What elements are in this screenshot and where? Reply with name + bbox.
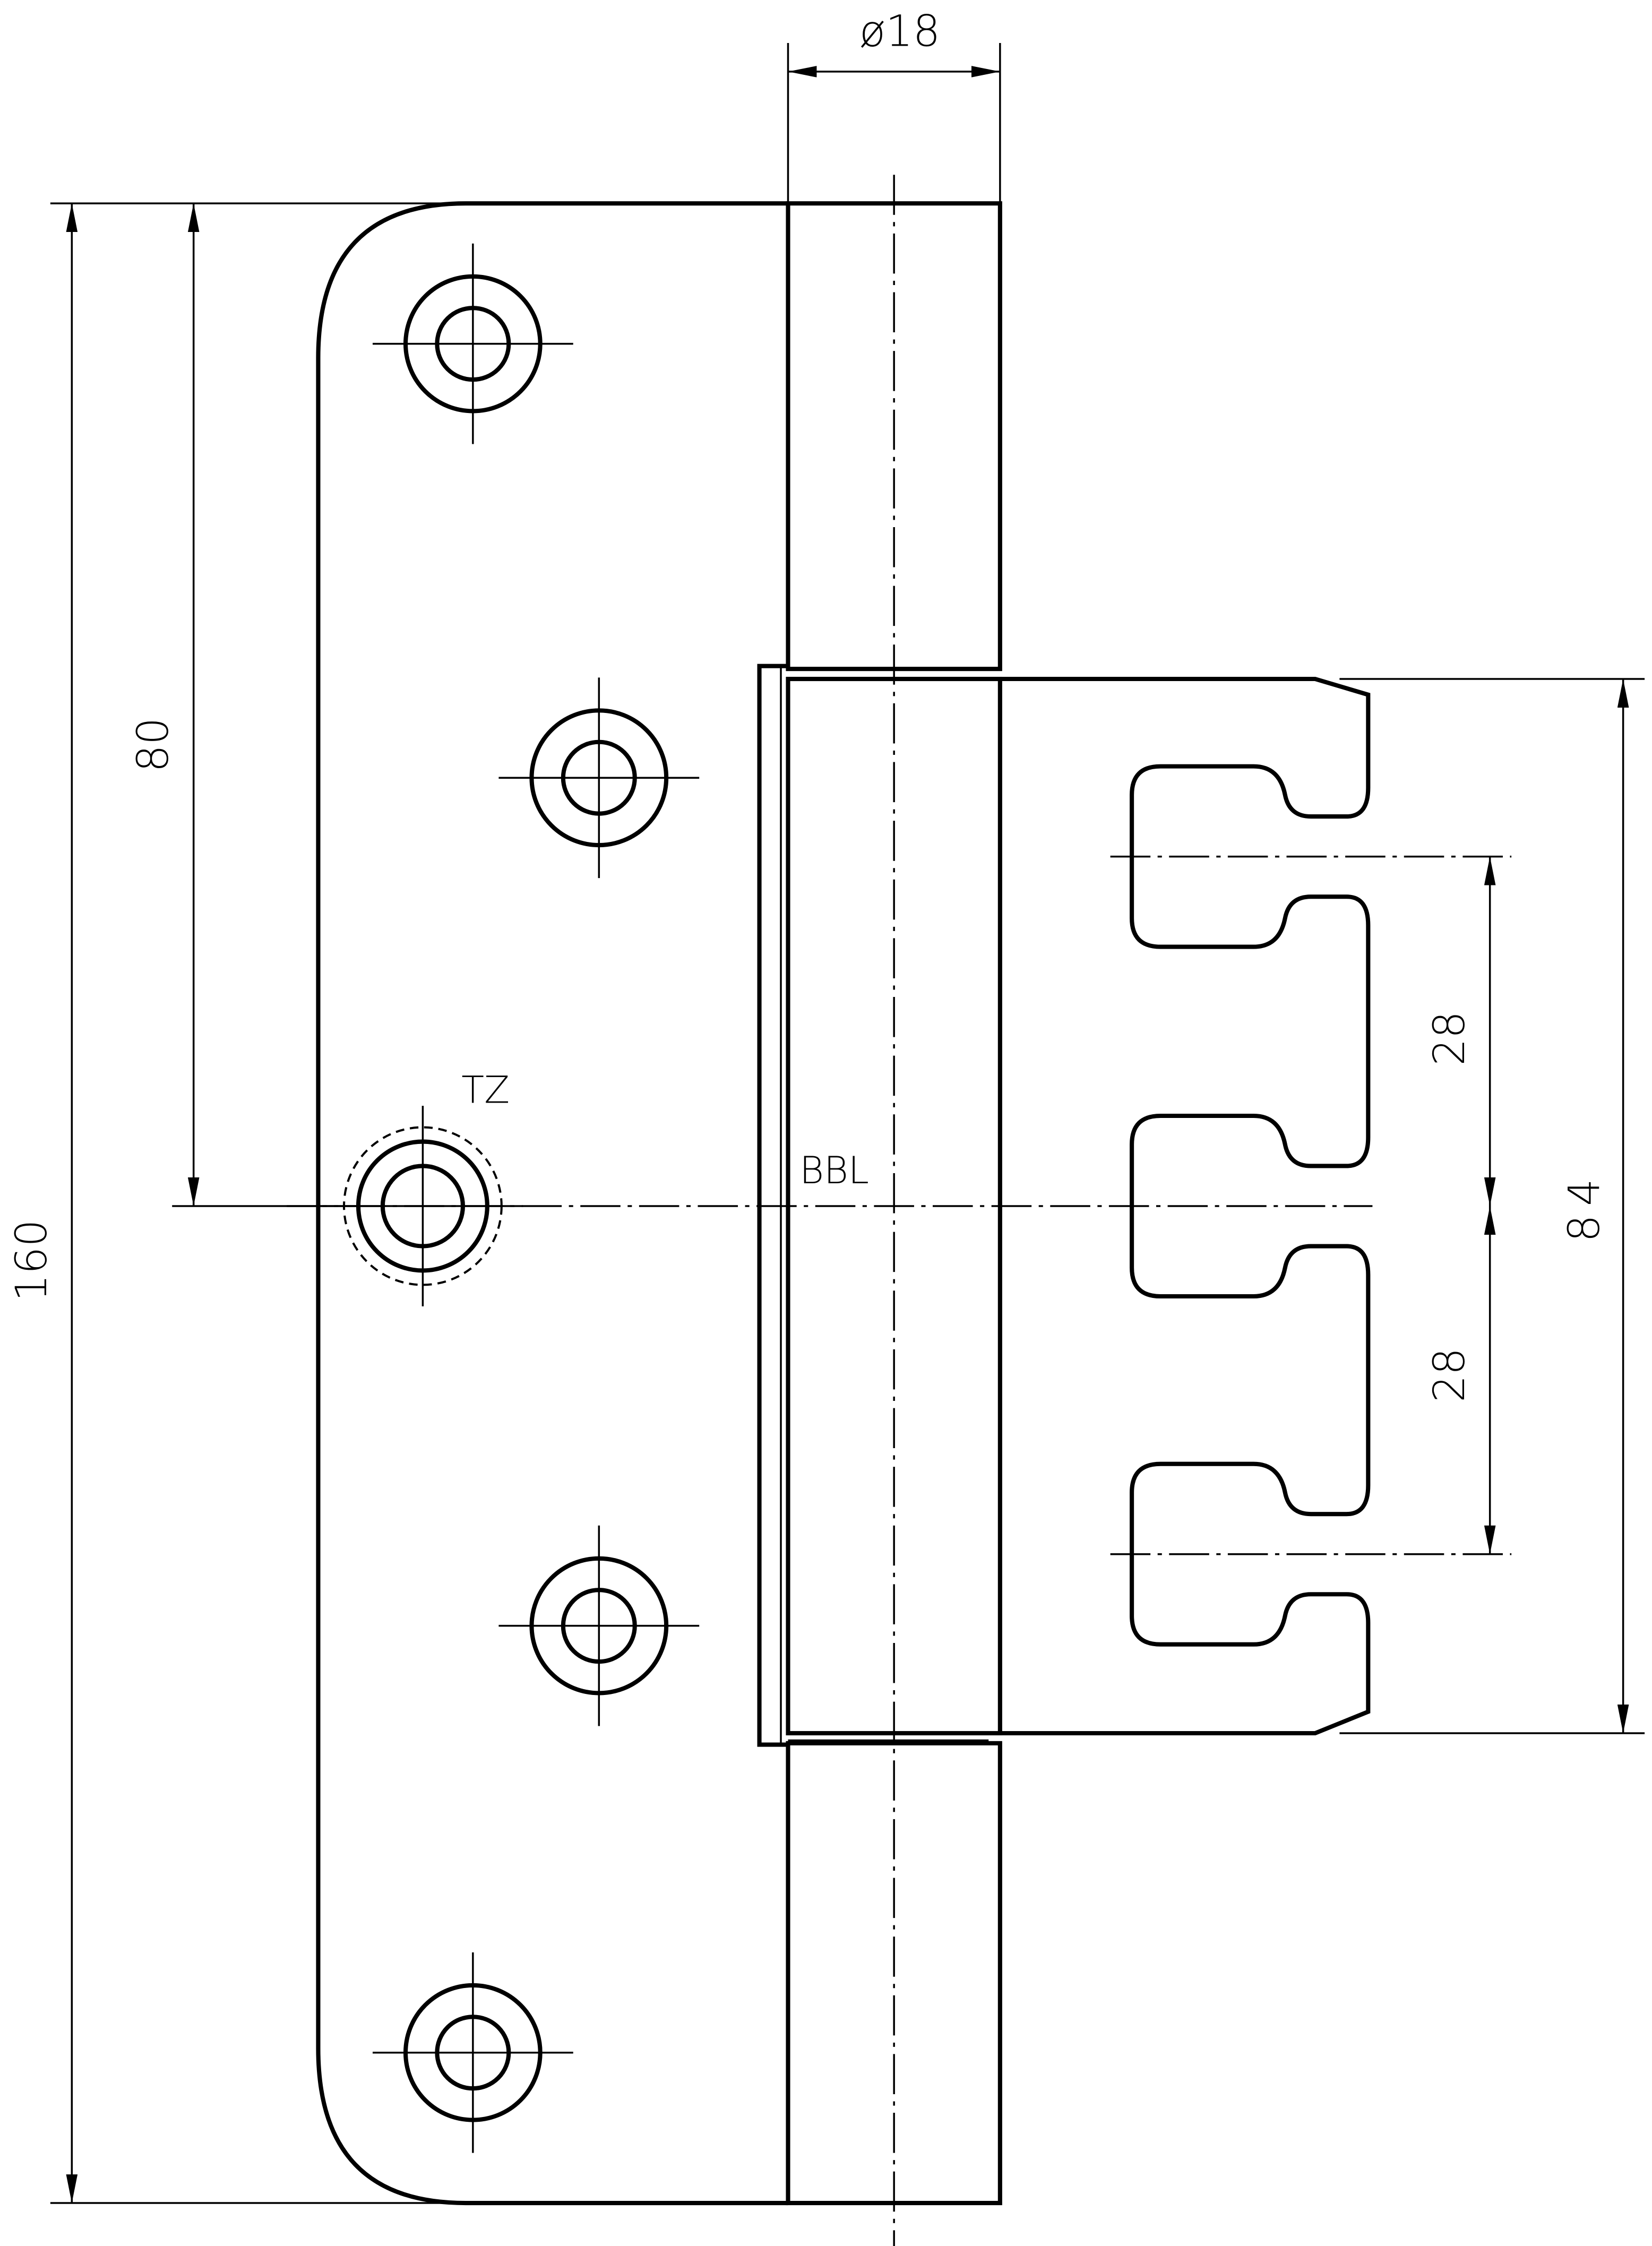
dimension-diameter-18: ø18 <box>787 6 1001 204</box>
screw-hole-2 <box>498 677 700 879</box>
hinge-knuckle <box>757 201 1002 2206</box>
tz-label: TZ <box>461 1069 510 1112</box>
dimension-80-label: 80 <box>128 718 178 772</box>
dimension-80: 80 <box>128 203 358 1207</box>
bbl-label: BBL <box>799 1149 869 1192</box>
dimension-160-label: 160 <box>7 1219 57 1301</box>
dimension-28-bottom: 28 <box>1425 1206 1496 1554</box>
left-leaf-outline <box>316 201 788 2206</box>
dimension-28-bottom-label: 28 <box>1425 1348 1475 1402</box>
dimension-84: 84 <box>1339 678 1645 1734</box>
dimension-84-label: 84 <box>1560 1170 1610 1242</box>
screw-hole-4 <box>498 1525 700 1726</box>
dimension-28-top: 28 <box>1425 856 1496 1207</box>
dimension-diameter-18-label: ø18 <box>859 6 941 56</box>
screw-hole-1 <box>372 243 573 444</box>
dimension-28-top-label: 28 <box>1425 1011 1475 1066</box>
dimension-160: 160 <box>7 202 466 2204</box>
screw-hole-5 <box>372 1952 573 2153</box>
